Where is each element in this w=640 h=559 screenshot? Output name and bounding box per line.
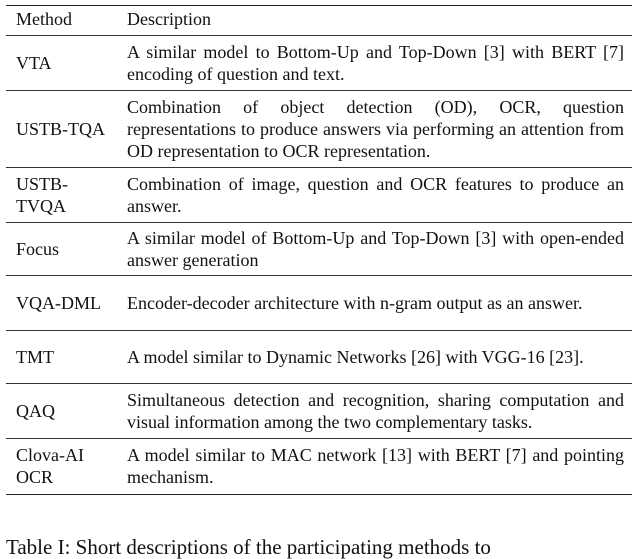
- description-cell: A similar model to Bottom-Up and Top-Dow…: [117, 35, 632, 91]
- method-cell: Clova-AI OCR: [6, 438, 117, 495]
- methods-table: Method Description VTA A similar model t…: [6, 5, 632, 495]
- method-cell: USTB-TQA: [6, 90, 117, 168]
- description-cell: A model similar to MAC network [13] with…: [117, 438, 632, 495]
- method-cell: VTA: [6, 35, 117, 91]
- description-cell: Simultaneous detection and recognition, …: [117, 383, 632, 439]
- header-method: Method: [16, 9, 72, 29]
- description-cell: A model similar to Dynamic Networks [26]…: [117, 330, 632, 384]
- description-cell: Combination of object detection (OD), OC…: [117, 90, 632, 168]
- table-row: QAQ Simultaneous detection and recogniti…: [6, 383, 632, 439]
- method-cell: Focus: [6, 222, 117, 276]
- method-cell: VQA-DML: [6, 275, 117, 331]
- method-cell: USTB-TVQA: [6, 167, 117, 223]
- table-row: Focus A similar model of Bottom-Up and T…: [6, 222, 632, 276]
- methods-table-container: Method Description VTA A similar model t…: [6, 5, 632, 495]
- table-row: VQA-DML Encoder-decoder architecture wit…: [6, 275, 632, 331]
- header-description: Description: [127, 9, 211, 29]
- table-caption: Table I: Short descriptions of the parti…: [6, 535, 491, 559]
- table-row: VTA A similar model to Bottom-Up and Top…: [6, 35, 632, 91]
- description-cell: Combination of image, question and OCR f…: [117, 167, 632, 223]
- table-row: USTB-TQA Combination of object detection…: [6, 90, 632, 168]
- description-cell: A similar model of Bottom-Up and Top-Dow…: [117, 222, 632, 276]
- method-cell: QAQ: [6, 383, 117, 439]
- description-cell: Encoder-decoder architecture with n-gram…: [117, 275, 632, 331]
- method-cell: TMT: [6, 330, 117, 384]
- table-row: Clova-AI OCR A model similar to MAC netw…: [6, 438, 632, 495]
- table-row: TMT A model similar to Dynamic Networks …: [6, 330, 632, 384]
- table-header-row: Method Description: [6, 5, 632, 36]
- table-row: USTB-TVQA Combination of image, question…: [6, 167, 632, 223]
